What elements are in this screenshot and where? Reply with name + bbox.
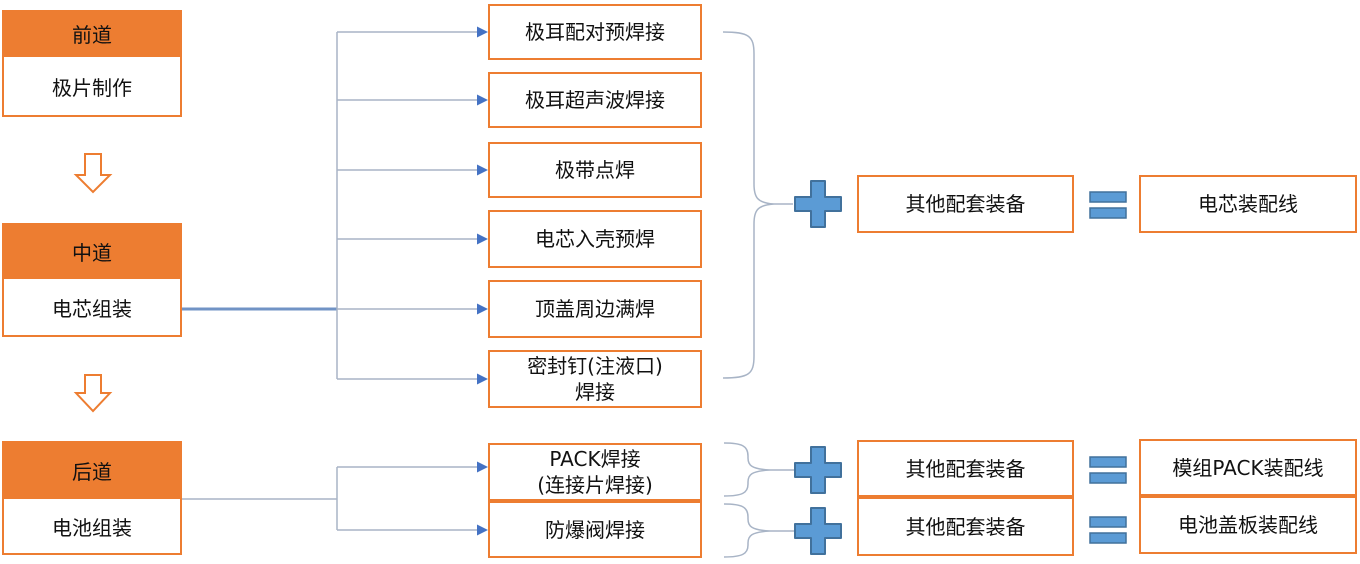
step-cell-casing-prewelding: 电芯入壳预焊 [488, 210, 702, 268]
stage-front-body: 极片制作 [2, 57, 182, 117]
down-arrow-icon [73, 374, 113, 413]
cell-group-brace-icon [722, 31, 775, 379]
step-pack-welding: PACK焊接 (连接片焊接) [488, 443, 702, 501]
plus-icon [794, 446, 842, 494]
down-arrow-icon [73, 153, 113, 194]
cover-brace-icon [723, 503, 771, 558]
stage-back-process: 后道 电池组装 [2, 441, 182, 555]
pack-brace-icon [723, 442, 771, 497]
stage-middle-process: 中道 电芯组装 [2, 223, 182, 337]
battery-branch-arrows [337, 466, 477, 531]
step-top-cover-full-welding: 顶盖周边满焊 [488, 280, 702, 338]
plus-icon [794, 180, 842, 228]
step-sealing-pin-welding: 密封钉(注液口) 焊接 [488, 350, 702, 408]
other-equipment-box-cover: 其他配套装备 [857, 497, 1074, 556]
equals-icon [1089, 516, 1127, 544]
result-box-cover-assembly-line: 电池盖板装配线 [1139, 496, 1357, 554]
stage-middle-body: 电芯组装 [2, 279, 182, 337]
stage-back-header: 后道 [2, 441, 182, 499]
equals-icon [1089, 456, 1127, 484]
stage-back-body: 电池组装 [2, 499, 182, 555]
step-tab-pairing-prewelding: 极耳配对预焊接 [488, 4, 702, 60]
result-box-pack-assembly-line: 模组PACK装配线 [1139, 439, 1357, 496]
stage-middle-header: 中道 [2, 223, 182, 279]
other-equipment-box-cell: 其他配套装备 [857, 175, 1074, 233]
result-box-cell-assembly-line: 电芯装配线 [1139, 175, 1357, 233]
step-tab-ultrasonic-welding: 极耳超声波焊接 [488, 72, 702, 128]
cell-branch-arrows [337, 31, 477, 380]
battery-branch-arrowheads [477, 461, 488, 536]
stage-front-process: 前道 极片制作 [2, 10, 182, 117]
step-vent-welding: 防爆阀焊接 [488, 501, 702, 558]
plus-icon [794, 507, 842, 555]
other-equipment-box-pack: 其他配套装备 [857, 440, 1074, 497]
stage-front-header: 前道 [2, 10, 182, 57]
equals-icon [1089, 191, 1127, 219]
cell-branch-arrowheads [477, 26, 488, 385]
step-strip-spot-welding: 极带点焊 [488, 142, 702, 198]
